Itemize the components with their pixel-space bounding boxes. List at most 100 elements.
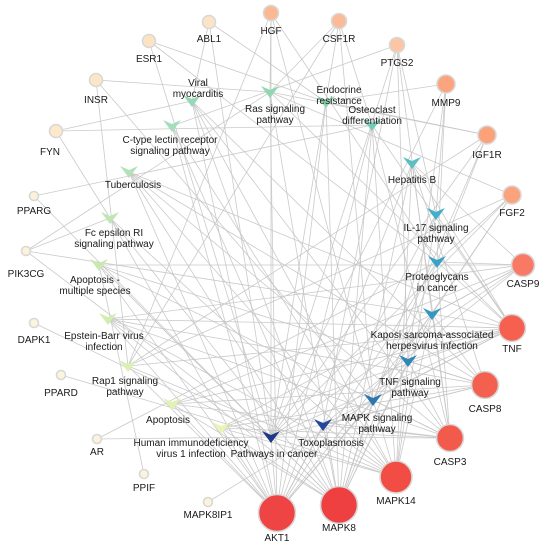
pathway-node-apomulti[interactable] [90, 259, 108, 271]
gene-node-tnf[interactable] [497, 313, 527, 343]
gene-label-casp9: CASP9 [507, 279, 540, 290]
gene-node-ppif[interactable] [138, 468, 150, 480]
pathway-label-line: Viral [188, 78, 208, 89]
edge-CASP3-ebv [107, 318, 451, 439]
edge-FGF2-proteo [436, 194, 513, 263]
pathway-node-il17[interactable] [427, 208, 445, 220]
edge-CSF1R-mapksig [338, 20, 374, 401]
edge-AR-proteo [96, 261, 438, 440]
gene-node-mapk8[interactable] [319, 485, 359, 525]
edge-CASP8-toxo [322, 384, 486, 426]
gene-node-insr[interactable] [88, 72, 104, 88]
pathway-label-line: Osteoclast [348, 105, 395, 116]
gene-node-igf1r[interactable] [477, 125, 497, 145]
gene-node-akt1[interactable] [257, 493, 297, 533]
edge-ESR1-endocrine [148, 40, 327, 103]
gene-node-casp9[interactable] [510, 252, 536, 278]
gene-label-tnf: TNF [502, 344, 521, 355]
pathway-node-mapksig[interactable] [364, 394, 382, 406]
edge-HGF-mapksig [270, 12, 374, 401]
edge-DAPK1-pic [33, 322, 272, 438]
gene-label-ppard: PPARD [44, 388, 78, 399]
pathway-node-ras[interactable] [261, 86, 279, 98]
pathway-node-hiv[interactable] [212, 422, 230, 434]
gene-node-fgf2[interactable] [502, 185, 522, 205]
gene-node-pparg[interactable] [28, 190, 40, 202]
gene-node-mmp9[interactable] [436, 74, 456, 94]
edge-CSF1R-rap1 [127, 20, 340, 367]
pathway-label-line: IL-17 signaling [403, 223, 468, 234]
gene-node-casp8[interactable] [470, 370, 500, 400]
pathway-node-apoptosis[interactable] [163, 398, 181, 410]
gene-node-hgf[interactable] [262, 4, 280, 22]
gene-node-abl1[interactable] [201, 14, 217, 30]
pathway-node-rap1[interactable] [119, 360, 137, 372]
pathway-node-hepb[interactable] [403, 157, 421, 169]
gene-node-ppard[interactable] [55, 369, 67, 381]
gene-node-csf1r[interactable] [330, 12, 348, 30]
gene-node-casp3[interactable] [435, 423, 465, 453]
pathway-label-line: Tuberculosis [105, 180, 161, 191]
edge-PTGS2-pic [270, 44, 398, 438]
pathway-label-line: TNF signaling [379, 377, 441, 388]
pathway-node-endocrine[interactable] [317, 96, 335, 108]
gene-label-mapk8ip1: MAPK8IP1 [184, 510, 233, 521]
edge-AKT1-tb [128, 171, 278, 514]
edge-MAPK8-viral [191, 100, 340, 506]
edge-MAPK8-tb [128, 171, 340, 506]
gene-node-ptgs2[interactable] [388, 36, 406, 54]
edge-CASP3-osteoclast [371, 124, 451, 439]
edge-CASP9-ebv [107, 264, 524, 320]
gene-label-abl1: ABL1 [197, 34, 222, 45]
gene-label-fyn: FYN [40, 147, 60, 158]
pathway-node-ebv[interactable] [99, 313, 117, 325]
edge-INSR-mapksig [95, 79, 374, 401]
edge-CASP8-tb [128, 171, 486, 386]
pathway-node-osteoclast[interactable] [363, 119, 381, 131]
pathway-node-proteo[interactable] [428, 256, 446, 268]
edge-TNF-ras [269, 91, 513, 329]
gene-node-fyn[interactable] [48, 123, 64, 139]
gene-node-mapk14[interactable] [379, 460, 413, 494]
gene-label-insr: INSR [84, 95, 108, 106]
pathway-node-pic[interactable] [262, 431, 280, 443]
pathway-node-fc[interactable] [101, 212, 119, 224]
gene-label-akt1: AKT1 [264, 533, 289, 544]
edge-TNF-tb [128, 171, 513, 329]
pathway-node-tb[interactable] [120, 166, 138, 178]
edge-CASP9-proteo [436, 261, 524, 266]
gene-label-mapk14: MAPK14 [376, 496, 416, 507]
pathway-node-toxo[interactable] [314, 419, 332, 431]
pathway-label-line: infection [85, 342, 122, 353]
gene-label-fgf2: FGF2 [499, 208, 525, 219]
pathway-label-line: in cancer [417, 283, 458, 294]
pathway-label-line: resistance [316, 96, 362, 107]
pathway-label-line: Endocrine [316, 85, 361, 96]
gene-node-ar[interactable] [91, 433, 103, 445]
pathway-node-ctype[interactable] [163, 120, 181, 132]
edge-CASP3-tb [128, 171, 451, 439]
edge-CASP3-toxo [322, 424, 451, 439]
gene-node-mapk8ip1[interactable] [202, 496, 214, 508]
gene-node-esr1[interactable] [141, 33, 157, 49]
edge-TNF-pic [270, 327, 513, 438]
pathway-node-viral[interactable] [183, 95, 201, 107]
edge-MAPK8-proteo [338, 261, 438, 506]
gene-label-casp3: CASP3 [434, 457, 467, 468]
edge-CASP3-pic [270, 436, 451, 439]
pathway-label-line: Apoptosis [146, 415, 190, 426]
edge-CASP9-toxo [322, 264, 524, 426]
pathway-label-line: Ras signaling [245, 104, 305, 115]
edge-CSF1R-osteoclast [338, 20, 373, 126]
edge-ESR1-pic [148, 40, 272, 438]
gene-node-dapk1[interactable] [28, 317, 40, 329]
gene-node-pik3cg[interactable] [20, 245, 32, 257]
edge-HGF-ras [269, 12, 272, 93]
pathway-node-tnfsig[interactable] [399, 355, 417, 367]
pathway-node-kaposi[interactable] [423, 308, 441, 320]
